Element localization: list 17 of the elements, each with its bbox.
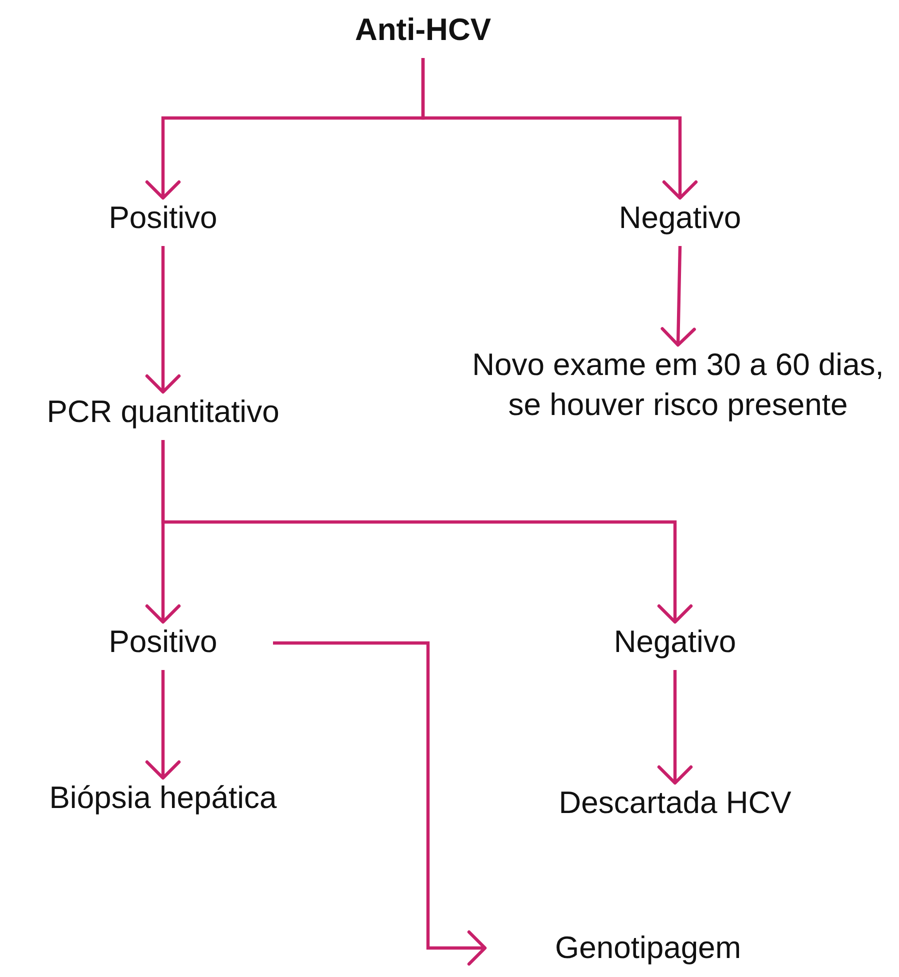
- heading-label: Anti-HCV: [323, 10, 523, 50]
- step-label: Positivo: [73, 198, 253, 238]
- step-label: Genotipagem: [485, 928, 805, 968]
- step-label: PCR quantitativo: [13, 392, 313, 432]
- arrow: [660, 246, 696, 347]
- step-label: Biópsia hepática: [13, 778, 313, 818]
- arrow: [161, 440, 693, 624]
- step-label: Positivo: [73, 622, 253, 662]
- step-label: Negativo: [575, 622, 775, 662]
- step-label: Novo exame em 30 a 60 dias, se houver risco presente: [458, 345, 898, 425]
- arrow: [273, 641, 487, 966]
- arrow: [421, 58, 698, 200]
- step-label: Descartada HCV: [525, 783, 825, 823]
- arrow: [145, 246, 181, 394]
- arrow: [145, 670, 181, 780]
- arrow: [657, 670, 693, 785]
- step-label: Negativo: [580, 198, 780, 238]
